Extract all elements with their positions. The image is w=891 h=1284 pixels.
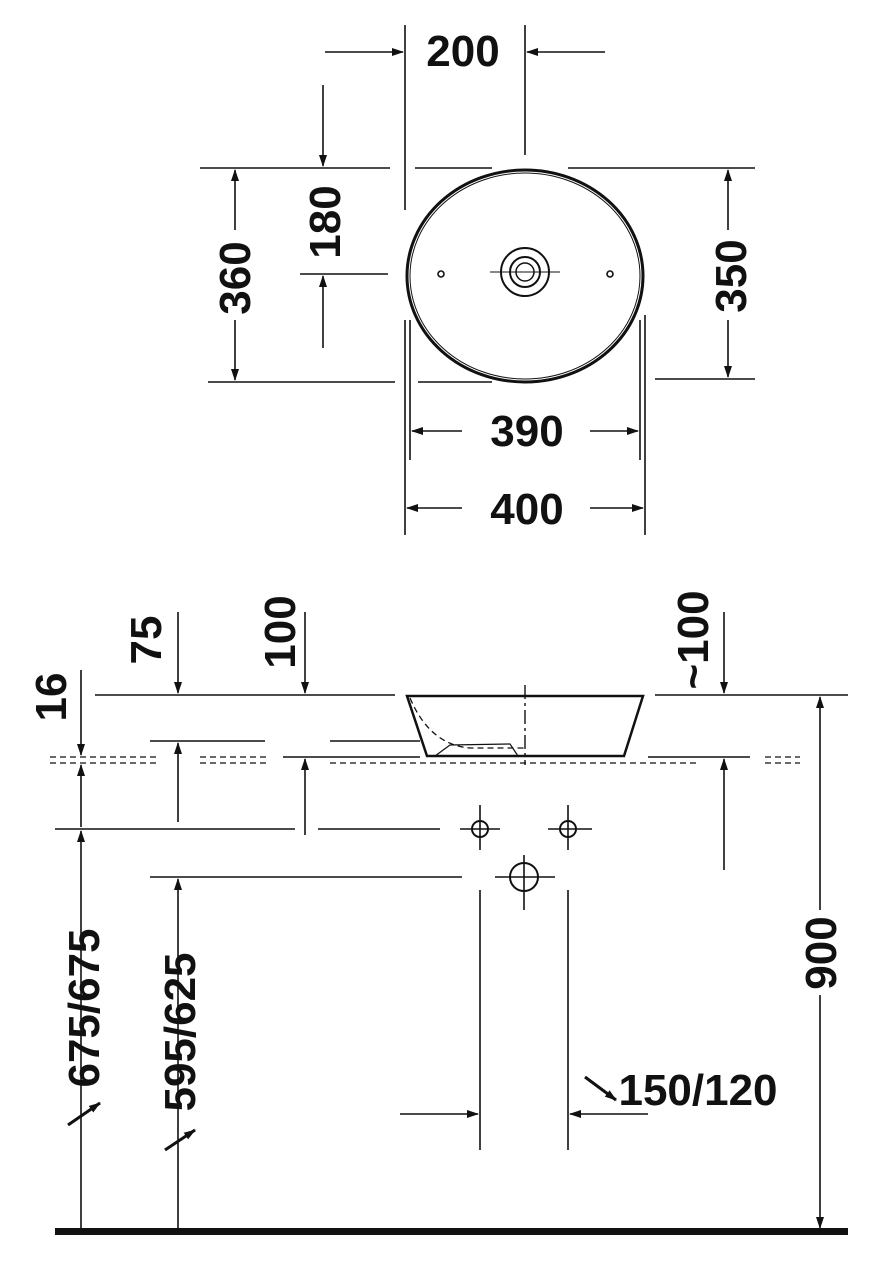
side-view: 16 75 100 ~100 900 675/675 595/625 150/1… xyxy=(27,590,848,1235)
dim-900: 900 xyxy=(797,916,846,989)
dim-595-625: 595/625 xyxy=(156,952,205,1111)
dim-16: 16 xyxy=(27,673,76,722)
basin-outline-side xyxy=(405,694,645,758)
basin-outline-top xyxy=(405,168,645,384)
floor-line xyxy=(55,1228,848,1235)
drain-icon xyxy=(490,247,560,297)
dim-400: 400 xyxy=(490,485,563,534)
dim-675-675: 675/675 xyxy=(60,928,109,1087)
dim-75: 75 xyxy=(122,616,171,665)
dim-100: 100 xyxy=(256,595,305,668)
tap-hole-icon xyxy=(460,805,592,910)
dim-390: 390 xyxy=(490,407,563,456)
dim-180: 180 xyxy=(301,185,350,258)
dim-200: 200 xyxy=(426,27,499,76)
top-view: 200 180 360 350 390 400 xyxy=(200,25,756,535)
dim-360: 360 xyxy=(211,241,260,314)
dim-approx-100: ~100 xyxy=(669,590,718,689)
dim-150-120: 150/120 xyxy=(618,1066,777,1115)
dim-350: 350 xyxy=(707,239,756,312)
